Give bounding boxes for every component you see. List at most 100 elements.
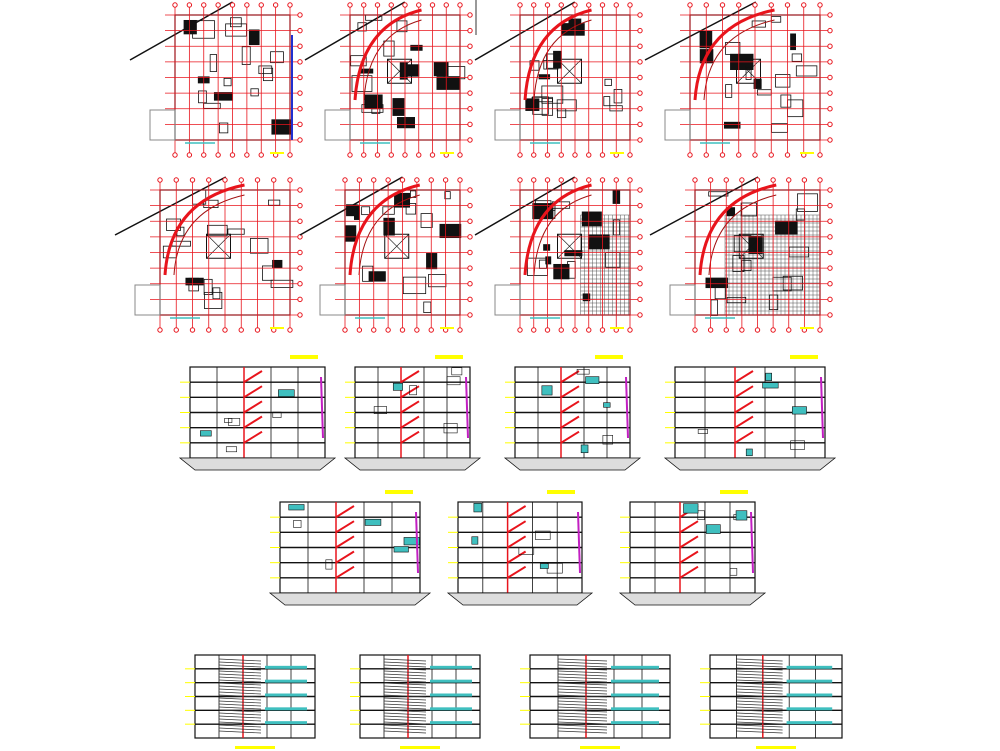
room-element bbox=[402, 276, 427, 295]
louver-line bbox=[736, 703, 783, 707]
grid-bubble bbox=[467, 90, 473, 96]
facade-accent bbox=[750, 511, 754, 574]
detail-element bbox=[471, 536, 479, 545]
grid-bubble bbox=[786, 177, 792, 183]
room-element bbox=[396, 117, 415, 129]
detail-element bbox=[288, 504, 305, 511]
detail-element bbox=[697, 510, 705, 520]
room-element bbox=[399, 62, 408, 80]
grid-bubble bbox=[467, 281, 473, 287]
louver-line bbox=[557, 697, 608, 701]
room-element bbox=[726, 296, 747, 304]
louver-line bbox=[218, 676, 262, 680]
label-bar bbox=[610, 152, 624, 154]
grid-bubble bbox=[784, 2, 791, 8]
grid-bubble bbox=[827, 265, 833, 271]
room-element bbox=[439, 223, 462, 239]
room-element bbox=[770, 16, 782, 23]
detail-element bbox=[364, 518, 382, 526]
grid-bubble bbox=[457, 2, 463, 8]
grid-bubble bbox=[297, 202, 303, 209]
grid-bubble bbox=[347, 2, 353, 8]
grid-bubble bbox=[827, 121, 833, 128]
detail-element bbox=[697, 429, 708, 434]
room-element bbox=[351, 75, 373, 92]
title-label-bar bbox=[435, 355, 463, 359]
grid-bubble bbox=[388, 152, 394, 158]
grid-bubble bbox=[736, 152, 742, 158]
grid-bubble bbox=[692, 177, 698, 183]
louver-line bbox=[218, 685, 262, 689]
grid-bubble bbox=[827, 106, 833, 112]
room-element bbox=[209, 54, 218, 72]
louver-line bbox=[383, 724, 427, 728]
label-bar bbox=[800, 152, 814, 154]
stair-flight bbox=[679, 565, 699, 579]
elevation-17 bbox=[350, 654, 481, 749]
ground-section bbox=[446, 592, 594, 606]
floor-plan-2 bbox=[304, 1, 473, 158]
stair-flight bbox=[734, 370, 754, 384]
light-well-cross bbox=[206, 234, 231, 259]
grid-bubble bbox=[739, 327, 745, 333]
light-well-cross bbox=[739, 234, 764, 259]
louver-line bbox=[557, 730, 608, 734]
louver-line bbox=[218, 706, 262, 710]
louver-line bbox=[383, 673, 427, 677]
room-element bbox=[383, 40, 395, 57]
louver-line bbox=[218, 700, 262, 704]
grid-bubble bbox=[271, 177, 277, 183]
stair-flight bbox=[560, 370, 580, 384]
louver-line bbox=[383, 715, 427, 719]
grid-bubble bbox=[229, 2, 236, 8]
detail-element bbox=[576, 369, 590, 375]
stair-flight bbox=[734, 415, 754, 429]
section-10 bbox=[343, 355, 482, 471]
detail-element bbox=[580, 444, 589, 454]
stair-flight bbox=[507, 565, 527, 579]
grid-bubble bbox=[637, 312, 643, 318]
light-well bbox=[736, 58, 761, 84]
grid-bubble bbox=[347, 152, 353, 158]
ground-section bbox=[663, 457, 837, 471]
grid-bubble bbox=[736, 2, 742, 8]
stair-flight bbox=[243, 415, 263, 429]
room-element bbox=[748, 235, 763, 254]
detail-element bbox=[683, 503, 699, 514]
floor-plan-5 bbox=[114, 176, 303, 333]
room-element bbox=[223, 77, 232, 87]
grid-bubble bbox=[627, 327, 633, 333]
room-element bbox=[204, 291, 223, 309]
curved-facade bbox=[348, 183, 421, 276]
grid-bubble bbox=[186, 152, 193, 158]
grid-bubble bbox=[429, 2, 436, 8]
title-label-bar bbox=[720, 490, 748, 494]
stair-flight bbox=[400, 370, 420, 384]
room-element bbox=[225, 23, 247, 37]
grid-bubble bbox=[467, 12, 473, 18]
grid-bubble bbox=[297, 121, 303, 128]
louver-line bbox=[736, 688, 783, 692]
room-element bbox=[444, 191, 451, 200]
louver-line bbox=[557, 700, 608, 704]
louver-line bbox=[383, 712, 427, 716]
grid-bubble bbox=[244, 2, 250, 8]
grid-bubble bbox=[599, 177, 606, 183]
grid-bubble bbox=[637, 218, 643, 224]
room-element bbox=[604, 78, 612, 86]
detail-element bbox=[603, 402, 611, 408]
grid-bubble bbox=[719, 152, 726, 158]
grid-bubble bbox=[770, 327, 776, 333]
curved-facade bbox=[523, 183, 592, 276]
stair-flight bbox=[243, 385, 263, 399]
grid-bubble bbox=[467, 137, 473, 143]
louver-line bbox=[383, 730, 427, 734]
louver-line bbox=[736, 664, 783, 668]
room-element bbox=[771, 123, 788, 133]
room-element bbox=[368, 271, 386, 282]
room-element bbox=[538, 74, 551, 80]
grid-bubble bbox=[416, 152, 422, 158]
grid-bubble bbox=[613, 2, 619, 8]
elevation-18 bbox=[520, 654, 671, 749]
room-element bbox=[775, 74, 791, 88]
